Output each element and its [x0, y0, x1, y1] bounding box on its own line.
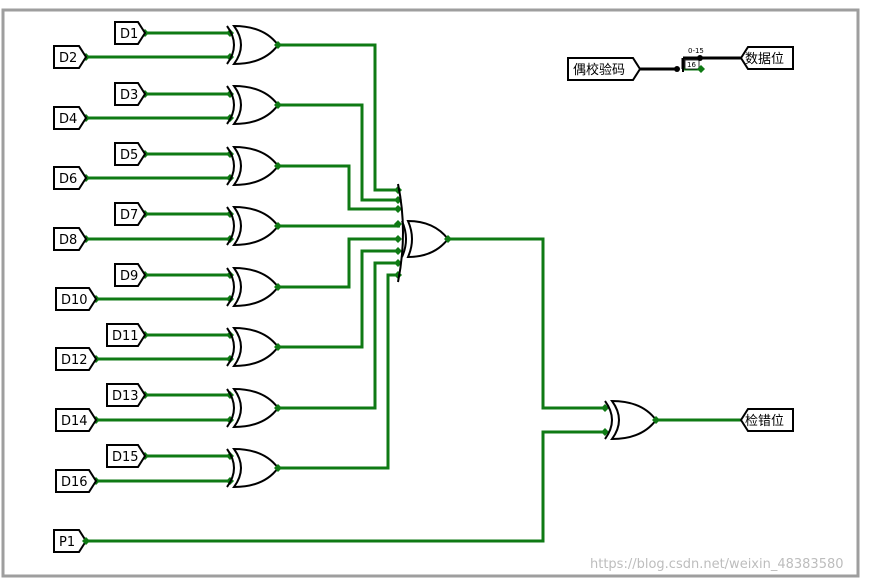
xor-gate-7: [226, 387, 280, 429]
xor-gate-1: [226, 24, 280, 66]
bus-target-label: 数据位: [745, 52, 784, 67]
input-pin-d7-label: D7: [120, 208, 138, 223]
wire-out-6: [278, 261, 400, 410]
input-pin-d6-label: D6: [59, 172, 77, 187]
wire-parity: [86, 430, 606, 543]
xor-gate-main: [397, 183, 450, 283]
final-gate-out-dot: [652, 416, 660, 424]
input-pin-p1-label: P1: [59, 535, 75, 550]
input-pin-d2-label: D2: [59, 51, 77, 66]
xor-gate-6: [226, 326, 280, 368]
input-pin-d8-label: D8: [59, 233, 77, 248]
input-pin-d12[interactable]: D12: [55, 347, 98, 371]
xor-gate-8: [226, 447, 280, 489]
input-pin-d9-label: D9: [120, 269, 138, 284]
bus-range-label: 0-15: [688, 47, 704, 55]
input-pin-d3[interactable]: D3: [114, 82, 147, 106]
big-gate-in-dot-5: [394, 247, 402, 255]
xor-gate-2: [226, 84, 280, 126]
big-gate-in-dot-3: [394, 220, 402, 228]
input-pin-d11[interactable]: D11: [106, 323, 147, 347]
xor-gate-4: [226, 205, 280, 247]
input-pin-d5[interactable]: D5: [114, 142, 147, 166]
input-pin-d10-label: D10: [61, 293, 88, 308]
input-pin-d13[interactable]: D13: [106, 383, 147, 407]
input-pin-d13-label: D13: [112, 389, 139, 404]
input-pin-d5-label: D5: [120, 148, 138, 163]
input-pin-d3-label: D3: [120, 88, 138, 103]
big-gate-in-dot-4: [394, 235, 402, 243]
xor-gate-5: [226, 266, 280, 308]
wire-out-5: [278, 249, 400, 349]
wire-out-1: [278, 103, 400, 202]
output-section: 检错位: [656, 408, 794, 432]
bus-bit-end: [697, 65, 705, 73]
bus-target-pin[interactable]: [739, 46, 794, 70]
input-pin-d1-label: D1: [120, 27, 138, 42]
bus-width-badge: [684, 59, 700, 70]
wire-out-2: [278, 164, 400, 211]
input-pin-d15-label: D15: [112, 450, 139, 465]
input-pin-d10[interactable]: D10: [55, 287, 98, 311]
bus-splitter: 偶校验码 0-15 16 数据位: [567, 46, 794, 81]
final-gate-in-dot-1: [601, 404, 609, 412]
input-pin-d14[interactable]: D14: [55, 408, 98, 432]
bus-width-label: 16: [687, 61, 696, 69]
output-pin[interactable]: [739, 408, 794, 432]
input-pin-d2[interactable]: D2: [53, 45, 88, 69]
watermark: https://blog.csdn.net/weixin_48383580: [590, 557, 844, 572]
input-pin-d6[interactable]: D6: [53, 166, 88, 190]
final-gate-in-dot-2: [601, 428, 609, 436]
input-pin-d4[interactable]: D4: [53, 106, 88, 130]
input-pin-p1[interactable]: P1: [53, 529, 88, 553]
input-pin-d4-label: D4: [59, 112, 77, 127]
input-pin-d1[interactable]: D1: [114, 21, 147, 45]
wire-main-to-final: [448, 237, 606, 410]
xor-gate-final: [604, 399, 658, 441]
input-pin-d11-label: D11: [112, 329, 139, 344]
input-pin-d16-label: D16: [61, 475, 88, 490]
xor-gate-3: [226, 145, 280, 187]
input-pin-d9[interactable]: D9: [114, 263, 147, 287]
bus-source-pin[interactable]: [567, 57, 642, 81]
big-gate-in-dot-2: [394, 205, 402, 213]
wire-out-0: [278, 43, 400, 192]
input-pin-d8[interactable]: D8: [53, 227, 88, 251]
gate-network: D1D2D3D4D5D6D7D8D9D10D11D12D13D14D15D16P…: [53, 21, 660, 553]
wire-out-4: [278, 237, 400, 289]
input-pin-d15[interactable]: D15: [106, 444, 147, 468]
input-pin-d14-label: D14: [61, 414, 88, 429]
input-pin-d7[interactable]: D7: [114, 202, 147, 226]
output-pin-label: 检错位: [745, 414, 784, 429]
bus-source-label: 偶校验码: [573, 62, 625, 78]
bus-junction-dot: [674, 66, 680, 72]
input-pin-d12-label: D12: [61, 353, 88, 368]
input-pin-d16[interactable]: D16: [55, 469, 98, 493]
bus-junction-dot-2: [697, 55, 703, 61]
